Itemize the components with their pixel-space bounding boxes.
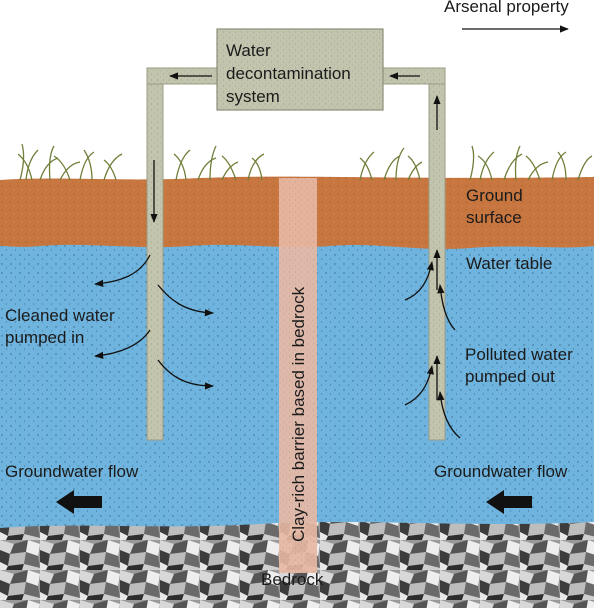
- property-label: Arsenal property: [444, 0, 569, 16]
- pipe-flow-arrows: [150, 72, 441, 400]
- cleaned-water-label-1: Cleaned water: [5, 306, 115, 325]
- left-block-arrow-icon: [56, 490, 102, 514]
- bedrock-label: Bedrock: [261, 570, 324, 589]
- box-line-3: system: [226, 87, 280, 106]
- ground-surface-label-2: surface: [466, 208, 522, 227]
- clay-barrier-texture: [279, 178, 317, 573]
- water-table-label: Water table: [466, 254, 553, 273]
- groundwater-flow-label-left: Groundwater flow: [5, 462, 139, 481]
- groundwater-flow-label-right: Groundwater flow: [434, 462, 568, 481]
- injection-well: [146, 67, 218, 441]
- polluted-water-label-2: pumped out: [465, 367, 555, 386]
- ground-surface-label-1: Ground: [466, 186, 523, 205]
- decontamination-box-texture: [217, 29, 383, 110]
- polluted-water-label-1: Polluted water: [465, 345, 573, 364]
- polluted-water-arrows: [404, 261, 461, 439]
- cleaned-water-arrows: [94, 254, 214, 390]
- barrier-label: Clay-rich barrier based in bedrock: [289, 286, 308, 542]
- left-block-arrow-icon: [486, 490, 532, 514]
- box-line-1: Water: [226, 41, 271, 60]
- grass: [17, 143, 593, 181]
- box-line-2: decontamination: [226, 64, 351, 83]
- cleaned-water-label-2: pumped in: [5, 328, 85, 347]
